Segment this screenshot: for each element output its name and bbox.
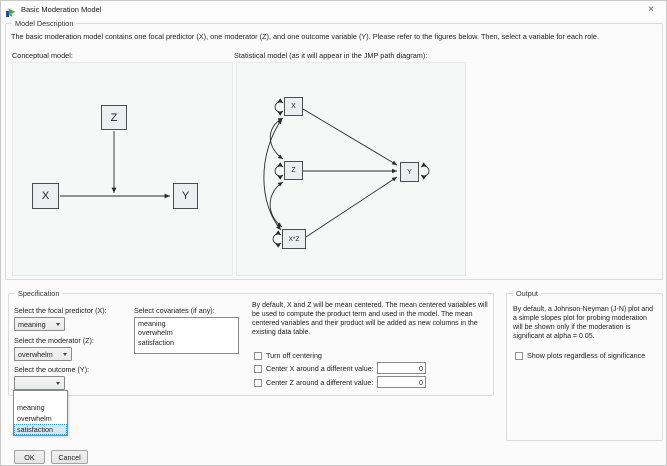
model-description-text: The basic moderation model contains one …	[11, 32, 599, 41]
turn-off-centering-row: Turn off centering	[254, 351, 322, 360]
output-group-label: Output	[513, 289, 541, 298]
model-description-group-label: Model Description	[12, 19, 77, 28]
dropdown-option-blank[interactable]	[14, 391, 67, 402]
outcome-label: Select the outcome (Y):	[14, 365, 90, 374]
center-z-row: Center Z around a different value:	[254, 378, 373, 387]
outcome-select[interactable]	[14, 376, 65, 390]
turn-off-centering-checkbox[interactable]	[254, 351, 262, 360]
dropdown-option-selected[interactable]: satisfaction	[14, 424, 67, 435]
statistical-node-xz: X*Z	[282, 229, 306, 249]
output-description-text: By default, a Johnson-Neyman (J-N) plot …	[513, 306, 654, 340]
chevron-down-icon	[56, 322, 60, 326]
statistical-node-z: Z	[284, 161, 303, 180]
chevron-down-icon	[63, 352, 67, 356]
title-bar: Basic Moderation Model ×	[1, 1, 666, 20]
dropdown-option[interactable]: overwhelm	[17, 414, 52, 423]
window-title: Basic Moderation Model	[21, 5, 102, 14]
close-icon[interactable]: ×	[648, 4, 654, 15]
statistical-model-arrows	[263, 98, 430, 248]
listbox-item[interactable]: meaning	[138, 319, 166, 328]
specification-group: Specification Select the focal predictor…	[8, 289, 494, 436]
covariates-listbox[interactable]: meaning overwhelm satisfaction	[134, 317, 239, 354]
center-x-row: Center X around a different value:	[254, 364, 374, 373]
center-z-checkbox[interactable]	[254, 378, 262, 387]
cancel-button[interactable]: Cancel	[51, 450, 88, 464]
turn-off-centering-label: Turn off centering	[266, 351, 322, 360]
moderator-select[interactable]: overwhelm	[14, 347, 72, 361]
centering-description-text: By default, X and Z will be mean centere…	[252, 302, 488, 336]
statistical-model-panel: X Z X*Z Y	[236, 62, 466, 276]
listbox-item[interactable]: overwhelm	[138, 328, 173, 338]
statistical-node-y: Y	[400, 162, 419, 182]
center-x-checkbox[interactable]	[254, 364, 262, 373]
conceptual-node-z: Z	[101, 105, 127, 130]
focal-predictor-label: Select the focal predictor (X):	[14, 306, 107, 315]
conceptual-model-label: Conceptual model:	[12, 51, 73, 60]
conceptual-model-panel: Z X Y	[12, 62, 233, 276]
focal-predictor-value: meaning	[18, 319, 46, 329]
dropdown-option[interactable]: meaning	[17, 403, 45, 412]
covariates-label: Select covariates (if any):	[134, 306, 215, 315]
model-description-group: Model Description The basic moderation m…	[5, 19, 663, 280]
conceptual-node-x: X	[32, 183, 59, 209]
moderator-label: Select the moderator (Z):	[14, 336, 94, 345]
show-plots-label: Show plots regardless of significance	[527, 351, 646, 360]
center-x-label: Center X around a different value:	[266, 364, 374, 373]
center-z-value-input[interactable]	[377, 376, 426, 388]
output-group: Output By default, a Johnson-Neyman (J-N…	[506, 289, 663, 441]
focal-predictor-select[interactable]: meaning	[14, 317, 65, 331]
statistical-model-label: Statistical model (as it will appear in …	[234, 51, 428, 60]
ok-button[interactable]: OK	[14, 450, 45, 464]
conceptual-node-y: Y	[173, 183, 198, 209]
outcome-dropdown-list: meaning overwhelm satisfaction	[13, 390, 68, 436]
center-z-label: Center Z around a different value:	[266, 378, 374, 387]
moderator-value: overwhelm	[18, 349, 53, 359]
show-plots-row: Show plots regardless of significance	[515, 351, 645, 360]
statistical-node-x: X	[284, 97, 303, 116]
conceptual-model-arrows	[60, 131, 170, 199]
chevron-down-icon	[56, 381, 60, 385]
listbox-item[interactable]: satisfaction	[138, 337, 174, 347]
center-x-value-input[interactable]	[377, 362, 426, 374]
app-icon	[6, 5, 16, 23]
specification-group-label: Specification	[15, 289, 63, 298]
show-plots-checkbox[interactable]	[515, 351, 523, 360]
